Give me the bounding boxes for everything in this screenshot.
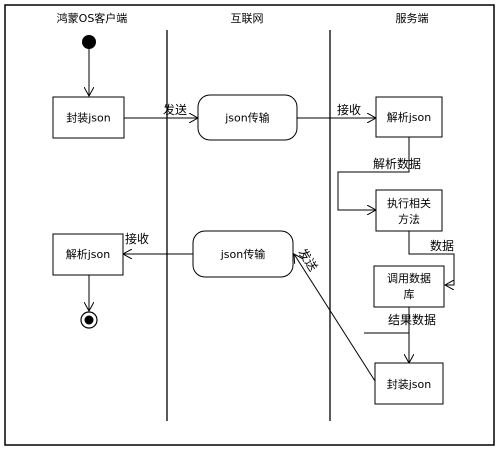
edge-label-send-top: 发送	[163, 102, 187, 117]
node-json-transfer-top-label: json传输	[224, 111, 270, 125]
edge-label-send-bottom: 发送	[295, 245, 321, 273]
node-parse-json-client-label: 解析json	[66, 247, 111, 261]
edge-label-receive-top: 接收	[337, 102, 361, 117]
diagram-frame	[4, 4, 495, 446]
start-node	[82, 35, 96, 49]
lane-title-internet: 互联网	[231, 12, 264, 25]
edge-label-parse-data: 解析数据	[373, 156, 421, 171]
node-execute-method-label-line1: 执行相关	[387, 196, 431, 210]
node-execute-method	[375, 189, 443, 232]
node-package-json-client	[52, 96, 125, 139]
node-call-database	[373, 265, 445, 308]
node-call-database-label-line1: 调用数据	[387, 271, 431, 285]
node-json-transfer-bottom-label: json传输	[220, 247, 266, 261]
node-call-database-label-line2: 库	[404, 288, 415, 301]
edge-label-data: 数据	[430, 238, 454, 253]
node-package-json-server-label: 封装json	[387, 377, 432, 391]
lane-title-server: 服务端	[396, 12, 429, 25]
edge-label-result-data: 结果数据	[388, 312, 436, 327]
node-parse-json-server-label: 解析json	[387, 110, 432, 124]
lane-title-client: 鸿蒙OS客户端	[57, 11, 128, 25]
node-package-json-client-label: 封装json	[66, 111, 111, 125]
edge-parse-data	[337, 137, 410, 210]
edge-data	[408, 231, 455, 285]
node-parse-json-server	[375, 96, 443, 138]
end-node-dot	[84, 315, 94, 325]
node-execute-method-label-line2: 方法	[398, 212, 420, 226]
node-parse-json-client	[52, 233, 124, 276]
node-package-json-server	[374, 362, 444, 405]
edge-send-bottom	[294, 254, 376, 382]
edge-label-receive-bottom: 接收	[125, 231, 149, 246]
